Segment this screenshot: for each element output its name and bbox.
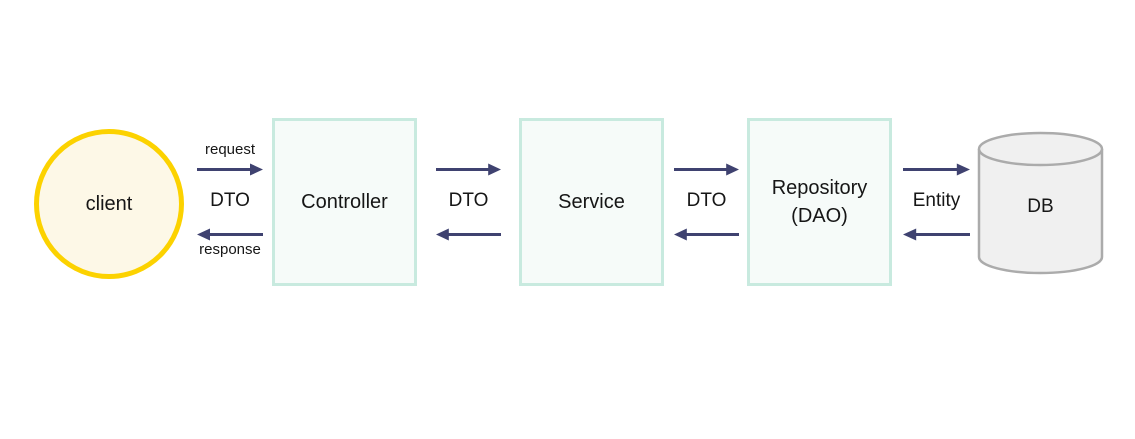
arrow-right-icon [436, 163, 501, 176]
arrow-left-icon [436, 228, 501, 241]
arrow-left-icon [197, 228, 263, 241]
arrow-right-icon [674, 163, 739, 176]
request-label: request [204, 141, 256, 158]
response-label: response [199, 241, 261, 258]
arrow-right-icon [903, 163, 970, 176]
node-client-label: client [85, 192, 133, 215]
node-repository-label-line1: Repository [771, 177, 868, 199]
dto-label: DTO [448, 190, 489, 211]
node-client: client [34, 129, 184, 279]
node-repository-label-line2: (DAO) [791, 205, 848, 227]
connector-service-repository: DTO [674, 140, 739, 265]
node-controller-label: Controller [301, 191, 388, 213]
node-repository: Repository (DAO) [747, 118, 892, 286]
dto-label: DTO [210, 190, 250, 211]
arrow-left-icon [903, 228, 970, 241]
node-service-label: Service [558, 191, 625, 213]
node-service: Service [519, 118, 664, 286]
node-controller: Controller [272, 118, 417, 286]
arrow-left-icon [674, 228, 739, 241]
node-db-label: DB [1027, 196, 1054, 217]
connector-repository-db: Entity [903, 140, 970, 265]
dto-label: DTO [686, 190, 727, 211]
database-cylinder-icon [977, 131, 1104, 275]
connector-client-controller: request DTO response [197, 140, 263, 265]
arrow-right-icon [197, 163, 263, 176]
connector-controller-service: DTO [436, 140, 501, 265]
entity-label: Entity [912, 190, 961, 211]
